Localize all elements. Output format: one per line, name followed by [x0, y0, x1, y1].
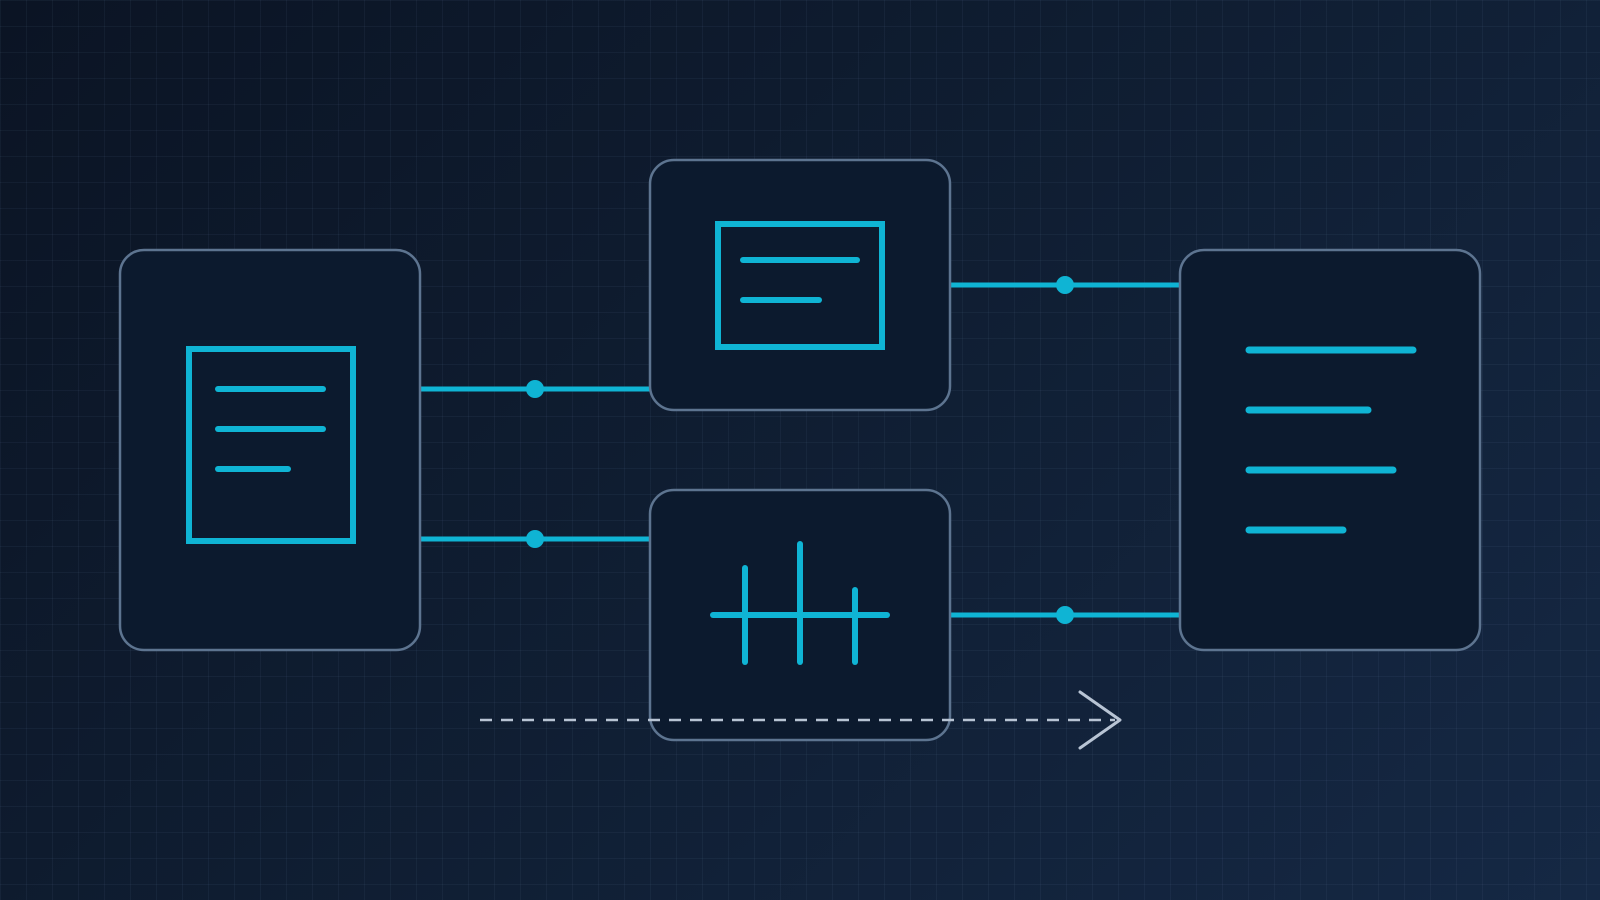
text-panel-icon — [715, 221, 885, 350]
connector-source-to-summary — [420, 380, 650, 398]
waveform-panel-card — [648, 488, 952, 742]
connector-node — [526, 530, 544, 548]
connector-node — [526, 380, 544, 398]
connector-summary-to-output — [950, 276, 1180, 294]
flow-arrow — [480, 690, 1122, 750]
connector-waveform-to-output — [950, 606, 1180, 624]
document-icon — [186, 346, 356, 544]
summary-panel-card — [648, 158, 952, 412]
connector-node — [1056, 276, 1074, 294]
output-document-card — [1178, 248, 1482, 652]
connectors — [420, 276, 1180, 624]
waveform-icon — [710, 541, 890, 665]
arrow-right-icon — [1078, 690, 1122, 750]
connector-node — [1056, 606, 1074, 624]
connector-source-to-waveform — [420, 530, 650, 548]
source-document-card — [118, 248, 422, 652]
text-lines-icon — [1245, 346, 1417, 534]
